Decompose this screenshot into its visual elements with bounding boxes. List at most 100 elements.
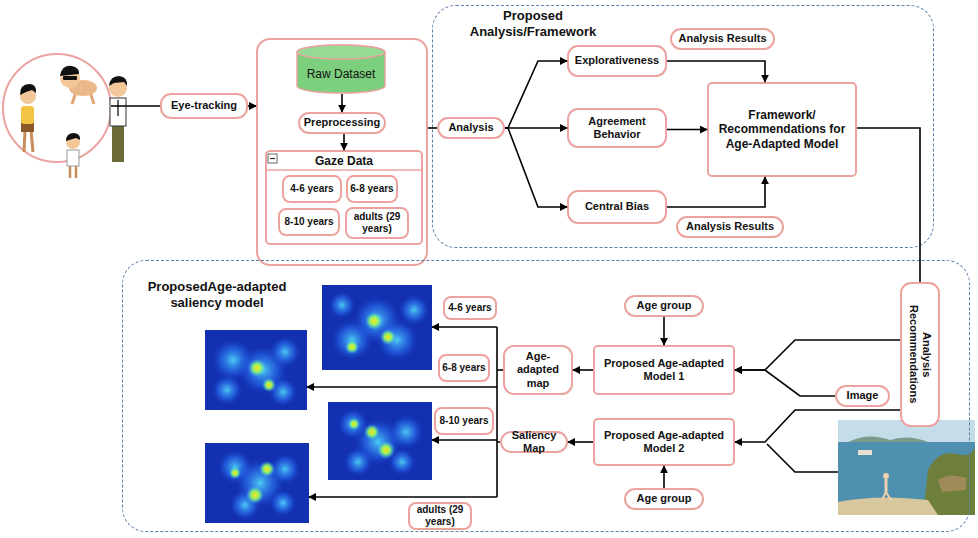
- kid-figure: [21, 106, 34, 124]
- children-illustration: [3, 54, 111, 162]
- result-pill: Analysis Results: [676, 216, 784, 238]
- small-kid-figure: [66, 135, 80, 149]
- baby-figure: [69, 80, 97, 96]
- baby-figure: [72, 92, 76, 104]
- connector: [667, 129, 707, 131]
- node-text: Age group: [637, 299, 692, 312]
- input-photo: [848, 436, 928, 442]
- node-text: 6-8 years: [350, 183, 393, 195]
- heatmap: [345, 340, 359, 354]
- kid-figure: [20, 88, 36, 104]
- children-illustration: [3, 54, 127, 178]
- adult-figure: [109, 76, 127, 162]
- cylinder-body: [297, 45, 385, 93]
- age-pill: adults (29 years): [345, 207, 409, 239]
- output-pill: Saliency Map: [500, 431, 568, 453]
- kid-figure: [20, 84, 36, 95]
- model-box: Proposed Age-adapted Model 2: [593, 418, 735, 466]
- input-pill: Age group: [624, 295, 704, 317]
- node-text: Preprocessing: [304, 116, 380, 129]
- age-pill: 4-6 years: [282, 175, 342, 203]
- node-text: Proposed Age-adapted Model 2: [598, 429, 730, 455]
- age-pill: 6-8 years: [346, 175, 398, 203]
- connector: [663, 317, 665, 345]
- heatmap: [328, 291, 356, 319]
- node-text: Image: [847, 389, 879, 402]
- database-cylinder: Raw Dataset: [296, 44, 386, 94]
- node-text: adults (29 years): [349, 211, 405, 235]
- small-kid-figure: [67, 150, 79, 166]
- input-photo: [882, 492, 886, 500]
- heatmap: [353, 417, 403, 467]
- node-text: Raw Dataset: [307, 67, 376, 81]
- heatmap: [269, 489, 297, 517]
- analysis-box: Explorativeness: [567, 45, 667, 77]
- baby-figure: [90, 92, 94, 104]
- connector: [343, 134, 345, 150]
- framework-box: Framework/ Recommendations for Age-Adapt…: [707, 82, 857, 177]
- connector: [573, 369, 593, 371]
- heatmap: [377, 441, 395, 459]
- baby-figure: [60, 66, 79, 76]
- node-text: Proposed Analysis/Framework: [443, 8, 623, 39]
- heatmap: [248, 359, 266, 377]
- node-text: Analysis Results: [686, 220, 774, 233]
- output-bus: [307, 386, 497, 388]
- output-bus: [496, 327, 498, 497]
- connector: [735, 410, 900, 442]
- collapse-icon: [268, 154, 277, 163]
- heatmap: [205, 330, 307, 410]
- output-bus: [432, 326, 497, 328]
- recommendation-pill: Analysis Recommendations: [900, 282, 940, 427]
- heatmap: [269, 336, 301, 368]
- node-text: ProposedAge-adapted saliency model: [137, 279, 297, 310]
- small-kid-figure: [69, 165, 72, 178]
- heatmap: [211, 374, 243, 406]
- process-pill: Analysis: [437, 117, 505, 139]
- heatmap: [328, 402, 432, 480]
- result-pill: Analysis Results: [670, 28, 775, 50]
- small-kid-figure: [66, 133, 80, 178]
- input-photo: [838, 442, 975, 515]
- connector: [735, 370, 835, 396]
- small-kid-figure: [66, 133, 80, 141]
- connector: [735, 340, 900, 370]
- output-bus: [309, 496, 497, 498]
- connector: [667, 177, 765, 207]
- input-photo: [858, 450, 872, 455]
- node-text: Analysis: [448, 121, 493, 134]
- output-bus: [432, 439, 497, 441]
- node-text: Agreement Behavior: [571, 115, 663, 141]
- heatmap: [322, 285, 432, 370]
- connector: [857, 128, 920, 282]
- process-pill: Eye-tracking: [160, 93, 248, 119]
- heatmap: [234, 457, 286, 509]
- heatmap: [364, 424, 380, 440]
- collapse-icon: [270, 158, 275, 159]
- node-text: Saliency Map: [504, 429, 564, 455]
- node-text: Gaze Data: [267, 154, 421, 168]
- heatmap: [246, 486, 264, 504]
- heatmap: [262, 378, 276, 392]
- node-text: Analysis Results: [678, 32, 766, 45]
- node-text: 8-10 years: [285, 216, 334, 228]
- heatmap: [352, 295, 402, 345]
- heatmap: [330, 318, 374, 362]
- baby-figure: [63, 76, 77, 80]
- age-pill: 6-8 years: [438, 354, 490, 382]
- input-photo: [923, 448, 975, 515]
- connector: [663, 466, 665, 488]
- node-text: Explorativeness: [575, 54, 659, 67]
- kid-figure: [24, 130, 25, 152]
- input-pill: Image: [835, 385, 890, 407]
- data-panel: Raw DatasetPreprocessingGaze Data 4-6 yea…: [256, 38, 428, 266]
- heatmap: [380, 329, 396, 345]
- baby-figure: [60, 68, 80, 88]
- heatmap: [205, 330, 307, 410]
- kid-figure: [31, 130, 33, 152]
- node-text: 6-8 years: [442, 362, 485, 374]
- input-photo: [838, 420, 975, 515]
- input-photo: [885, 479, 888, 492]
- age-pill: 4-6 years: [443, 296, 497, 320]
